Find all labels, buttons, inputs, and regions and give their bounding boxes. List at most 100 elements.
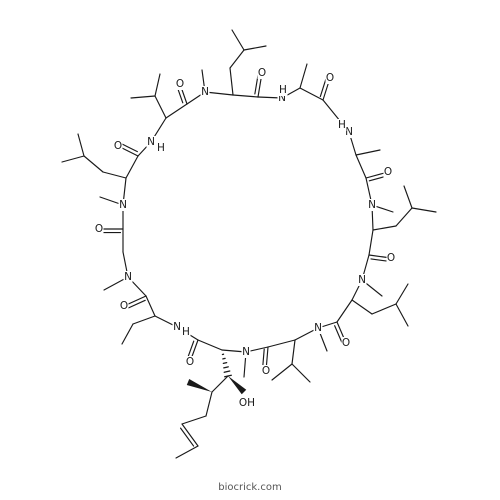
nitrogen-label: N [173,321,181,333]
bond-22 [336,299,353,323]
bond-72 [411,207,437,213]
bond-40 [127,299,146,309]
bond-83 [181,423,199,447]
oxygen-label: O [387,252,395,264]
bond-64 [229,49,245,69]
oxygen-halo [94,223,104,235]
bond-89 [83,155,104,173]
oxygen-label: O [120,300,128,312]
oxygen-label: O [176,78,184,90]
bond-17 [368,229,374,256]
hydrogen-label: H [279,84,287,96]
bond-78 [291,363,311,383]
wedge-bond [186,379,212,392]
oxygen-halo [325,72,335,84]
bond-27 [267,339,296,348]
oxygen-label: O [342,337,350,349]
hydrogen-halo [278,84,288,96]
oxygen-halo [175,78,185,90]
bond-47 [125,155,139,179]
nitrogen-label: N [368,199,376,211]
nitrogen-halo [357,274,367,286]
bond-92 [154,95,167,119]
nitrogen-label: N [201,86,209,98]
bond-25 [334,325,343,343]
oxygen-label: O [186,356,194,368]
nitrogen-label: N [278,92,286,104]
oxygen-halo [261,365,271,377]
oxygen-halo [113,140,123,152]
nitrogen-halo [118,199,128,211]
oxygen-label: O [326,72,334,84]
bond-7 [299,87,324,101]
nitrogen-halo [344,126,354,138]
bond-76 [395,303,409,327]
nitrogen-halo [172,321,182,333]
bond-88 [102,171,127,179]
bond-32 [197,339,223,351]
hashed-bond [223,370,231,373]
hydrogen-halo [181,326,191,338]
nitrogen-label: N [147,136,155,148]
oxygen-halo [185,356,195,368]
bond-90 [61,155,85,163]
hydrogen-label: H [338,119,346,131]
nitrogen-halo [200,86,210,98]
bond-70 [395,207,413,227]
bond-84 [179,427,195,447]
nitrogen-label: N [119,199,127,211]
hydrogen-halo [337,119,347,131]
nitrogen-halo [123,271,133,283]
nitrogen-halo [313,322,323,334]
watermark-text: biocrick.com [218,482,282,493]
oxygen-halo [119,300,129,312]
bond-65 [231,29,245,51]
bond-93 [130,95,156,99]
bond-52 [165,103,188,119]
hashed-bond [222,361,228,365]
hydrogen-halo [156,142,166,154]
bond-80 [211,375,229,393]
bond-87 [121,323,134,345]
nitrogen-halo [277,92,287,104]
oxygen-halo [341,337,351,349]
oxygen-label: O [95,223,103,235]
oxygen-halo [257,67,267,79]
bond-67 [299,63,308,89]
nitrogen-halo [241,346,251,358]
bond-86 [132,315,156,325]
bond-2 [232,94,259,98]
bond-68 [355,149,381,156]
oxygen-label: O [262,365,270,377]
bond-91 [77,133,85,157]
nitrogen-label: N [242,346,250,358]
hydroxyl-label: OH [239,397,255,409]
bond-35 [186,340,195,359]
bond-94 [154,73,161,97]
hashed-bond [222,357,226,360]
bond-37 [145,295,156,317]
oxygen-halo [386,252,396,264]
hashed-bond [223,366,229,369]
bond-74 [371,303,397,315]
bond-77 [291,339,296,365]
hydroxyl-halo [239,397,255,409]
bond-63 [229,67,234,96]
wedge-bond [228,376,247,395]
bond-1 [204,91,234,96]
nitrogen-label: N [358,274,366,286]
bond-81 [205,391,213,417]
bond-10 [319,78,327,98]
bond-69 [372,225,397,231]
nitrogen-label: N [345,126,353,138]
hydrogen-label: H [182,326,190,338]
oxygen-label: O [258,67,266,79]
bond-85 [175,445,199,459]
bond-73 [351,299,373,315]
bond-79 [271,363,293,381]
bond-75 [395,283,409,305]
nitrogen-label: N [314,322,322,334]
oxygen-halo [383,166,393,178]
bond-55 [176,86,184,104]
